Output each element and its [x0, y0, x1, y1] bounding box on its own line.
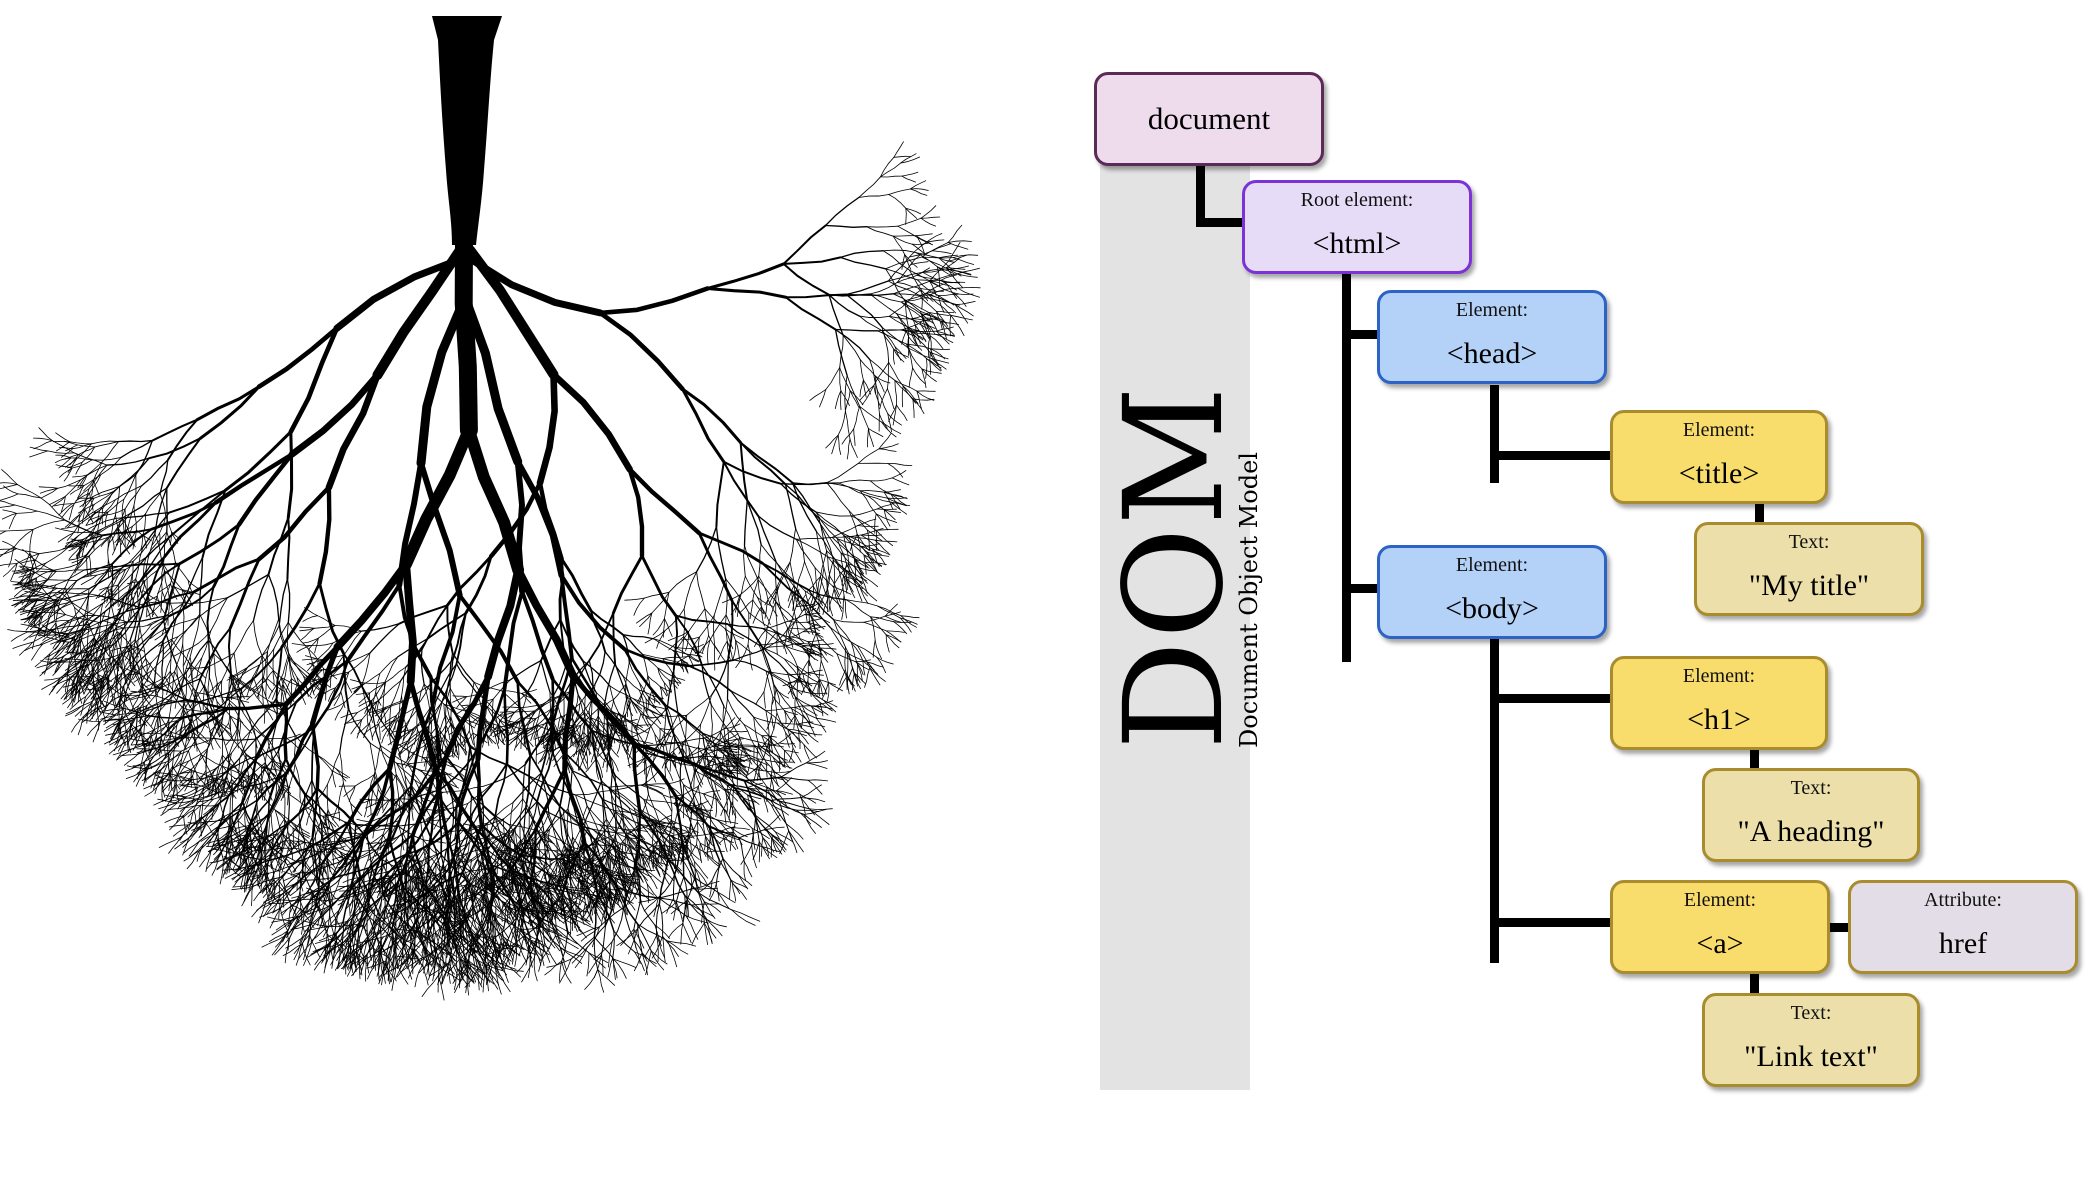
tree-roots: [0, 141, 981, 1001]
dom-sidebar-band: [1100, 165, 1250, 1090]
node-h1-label: <h1>: [1687, 703, 1751, 736]
tree-trunk: [432, 16, 502, 245]
node-html-label: <html>: [1312, 227, 1402, 260]
connector-document-html: [1196, 165, 1205, 227]
node-a-text-label: "Link text": [1744, 1040, 1878, 1073]
connector-html-body: [1342, 584, 1380, 593]
node-a-attribute: Attribute: href: [1848, 880, 2078, 974]
node-a-attribute-kind: Attribute:: [1924, 889, 2002, 911]
node-a-kind: Element:: [1683, 889, 1757, 911]
connector-title-text: [1755, 502, 1764, 524]
node-head-label: <head>: [1446, 337, 1538, 370]
node-document: document: [1094, 72, 1324, 166]
node-h1: Element: <h1>: [1610, 656, 1828, 750]
node-a-attribute-label: href: [1938, 927, 1988, 960]
node-html: Root element: <html>: [1242, 180, 1472, 274]
node-title-text-kind: Text:: [1788, 531, 1830, 553]
connector-head-trunk: [1490, 385, 1499, 483]
dom-title: DOM: [1096, 384, 1254, 750]
node-h1-kind: Element:: [1682, 665, 1756, 687]
node-a-text: Text: "Link text": [1702, 993, 1920, 1087]
connector-h1-text: [1750, 748, 1759, 770]
node-h1-text-label: "A heading": [1737, 815, 1885, 848]
node-a-text-kind: Text:: [1790, 1002, 1832, 1024]
node-a-label: <a>: [1696, 927, 1744, 960]
node-body-kind: Element:: [1455, 554, 1529, 576]
connector-a-text: [1750, 973, 1759, 995]
connector-a-attr: [1828, 923, 1852, 932]
tree-root-illustration: [0, 16, 981, 1001]
node-h1-text-kind: Text:: [1790, 777, 1832, 799]
node-body-label: <body>: [1445, 592, 1539, 625]
node-head: Element: <head>: [1377, 290, 1607, 384]
node-title-text: Text: "My title": [1694, 522, 1924, 616]
connector-body-trunk: [1490, 638, 1499, 963]
node-title-text-label: "My title": [1748, 569, 1870, 602]
node-title-label: <title>: [1678, 457, 1760, 490]
node-head-kind: Element:: [1455, 299, 1529, 321]
connector-body-h1: [1490, 694, 1614, 703]
connector-body-a: [1490, 918, 1614, 927]
node-body: Element: <body>: [1377, 545, 1607, 639]
node-h1-text: Text: "A heading": [1702, 768, 1920, 862]
connector-document-html-h: [1196, 218, 1246, 227]
node-html-kind: Root element:: [1300, 189, 1414, 211]
node-document-label: document: [1147, 101, 1271, 136]
node-title-kind: Element:: [1682, 419, 1756, 441]
connector-html-trunk: [1342, 272, 1351, 662]
connector-head-title: [1490, 451, 1614, 460]
connector-html-head: [1342, 330, 1380, 339]
node-title: Element: <title>: [1610, 410, 1828, 504]
node-a: Element: <a>: [1610, 880, 1830, 974]
